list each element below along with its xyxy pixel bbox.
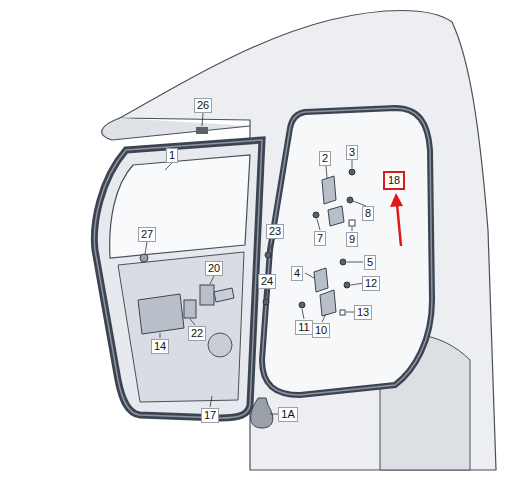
clip-9: [349, 220, 355, 226]
cover-plate: [138, 294, 184, 334]
seal-highlight: [262, 108, 432, 395]
callout-number: 5: [364, 255, 376, 270]
door-seal-highlight: [94, 140, 262, 418]
red-arrow: [397, 204, 401, 246]
bolts: [263, 169, 355, 308]
callout-number: 20: [205, 261, 223, 276]
callout-number: 3: [346, 145, 358, 160]
inner-panel: [118, 252, 244, 402]
callout-number: 1: [166, 148, 178, 163]
callout-number: 22: [188, 326, 206, 341]
speaker-hole: [208, 333, 232, 357]
callout-number: 8: [362, 206, 374, 221]
callout-number: 4: [291, 266, 303, 281]
hinge-4: [314, 268, 328, 292]
roof-edge: [102, 118, 250, 140]
window-opening: [110, 155, 250, 258]
callout-number: 7: [314, 231, 326, 246]
callout-number: 12: [362, 276, 380, 291]
hinge-6: [328, 206, 344, 226]
callout-number: 13: [354, 305, 372, 320]
plug-27: [140, 254, 148, 262]
bag-1a: [251, 398, 273, 428]
hinge-upper: [322, 176, 336, 204]
lock-part: [200, 285, 214, 305]
door-opening-seal: [262, 108, 432, 395]
highlighted-callout: 18: [383, 171, 405, 190]
door-seal: [94, 140, 262, 418]
callout-number: 1A: [278, 407, 297, 422]
lock-part: [184, 300, 196, 318]
leader-lines: [145, 113, 366, 414]
clip-13: [340, 310, 345, 315]
callout-number: 9: [346, 232, 358, 247]
callout-number: 27: [138, 227, 156, 242]
callout-number: 23: [266, 224, 284, 239]
callout-number: 10: [312, 323, 330, 338]
plate-26: [196, 127, 208, 134]
callout-number: 11: [295, 320, 312, 335]
callout-number: 24: [258, 274, 276, 289]
red-arrowhead: [390, 193, 403, 207]
callout-number: 14: [151, 339, 169, 354]
lock-link: [214, 288, 234, 302]
callout-number: 2: [319, 151, 331, 166]
callout-number: 26: [194, 98, 212, 113]
hinge-10: [320, 290, 336, 316]
callout-number: 18: [388, 174, 400, 186]
callout-number: 17: [201, 408, 219, 423]
